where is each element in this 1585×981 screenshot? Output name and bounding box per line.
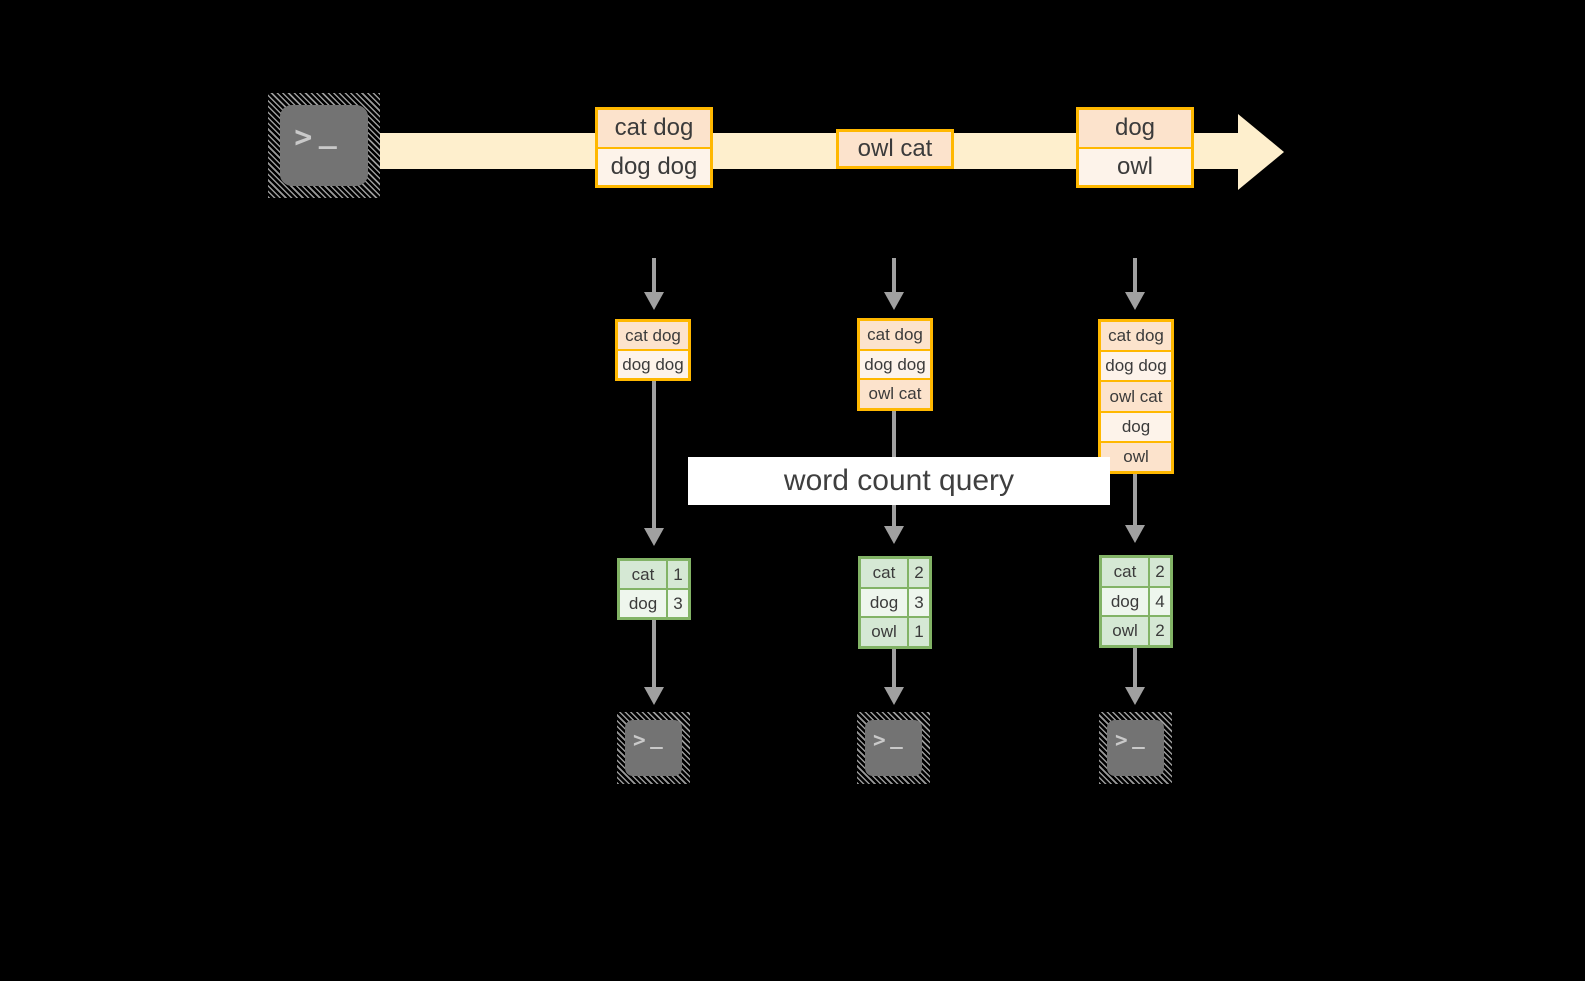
table-row: cat 2 xyxy=(861,559,929,587)
sink-terminal-icon-1[interactable]: > _ xyxy=(617,712,690,784)
connector-arrowhead xyxy=(1125,687,1145,705)
connector-arrowhead xyxy=(884,526,904,544)
result-word: cat xyxy=(861,559,909,587)
terminal-prompt-glyph: > xyxy=(1114,728,1129,753)
window-box-3[interactable]: cat dog dog dog owl cat dog owl xyxy=(1098,319,1174,474)
stream-record-line: owl cat xyxy=(839,132,951,166)
stream-record-2[interactable]: owl cat xyxy=(836,129,954,169)
table-row: owl 2 xyxy=(1102,615,1170,646)
window-line: dog dog xyxy=(618,349,688,378)
result-word: dog xyxy=(1102,587,1150,616)
result-count: 3 xyxy=(668,590,688,617)
window-line: dog xyxy=(1101,410,1171,441)
connector-result-to-sink-2 xyxy=(892,649,896,690)
result-word: owl xyxy=(1102,617,1150,646)
connector-arrowhead xyxy=(644,528,664,546)
window-line: dog dog xyxy=(1101,350,1171,381)
connector-window-to-result-1 xyxy=(652,381,656,531)
window-line: owl cat xyxy=(1101,380,1171,411)
connector-arrowhead xyxy=(644,687,664,705)
table-row: cat 2 xyxy=(1102,558,1170,586)
stream-record-line: dog dog xyxy=(598,146,710,185)
terminal-prompt-glyph: > xyxy=(294,119,313,155)
sink-terminal-icon-2[interactable]: > _ xyxy=(857,712,930,784)
result-word: dog xyxy=(861,588,909,617)
result-count: 2 xyxy=(1150,617,1170,646)
stream-record-line: cat dog xyxy=(598,110,710,147)
stream-record-1[interactable]: cat dog dog dog xyxy=(595,107,713,188)
window-line: cat dog xyxy=(860,321,930,349)
window-line: cat dog xyxy=(618,322,688,349)
connector-stream-to-window-3 xyxy=(1133,258,1137,294)
window-box-2[interactable]: cat dog dog dog owl cat xyxy=(857,318,933,411)
result-count: 2 xyxy=(1150,558,1170,586)
connector-arrowhead xyxy=(1125,292,1145,310)
connector-window-to-result-3 xyxy=(1133,474,1137,528)
sink-terminal-icon-3[interactable]: > _ xyxy=(1099,712,1172,784)
result-word: cat xyxy=(620,561,668,588)
window-box-1[interactable]: cat dog dog dog xyxy=(615,319,691,381)
stream-record-3[interactable]: dog owl xyxy=(1076,107,1194,188)
result-count: 3 xyxy=(909,588,929,617)
window-line: owl xyxy=(1101,440,1171,472)
connector-arrowhead xyxy=(644,292,664,310)
connector-result-to-sink-1 xyxy=(652,620,656,690)
table-row: dog 4 xyxy=(1102,585,1170,616)
result-word: cat xyxy=(1102,558,1150,586)
connector-result-to-sink-3 xyxy=(1133,648,1137,690)
result-table-1[interactable]: cat 1 dog 3 xyxy=(617,558,691,620)
terminal-cursor-glyph: _ xyxy=(318,114,338,150)
connector-arrowhead xyxy=(1125,525,1145,543)
window-line: owl cat xyxy=(860,378,930,409)
terminal-body: > _ xyxy=(865,719,922,777)
result-table-3[interactable]: cat 2 dog 4 owl 2 xyxy=(1099,555,1173,648)
window-line: dog dog xyxy=(860,348,930,379)
result-table-2[interactable]: cat 2 dog 3 owl 1 xyxy=(858,556,932,649)
connector-stream-to-window-2 xyxy=(892,258,896,294)
result-count: 1 xyxy=(909,618,929,647)
result-count: 1 xyxy=(668,561,688,588)
terminal-body: > _ xyxy=(625,719,682,777)
query-label-band: word count query xyxy=(688,457,1110,505)
terminal-body: > _ xyxy=(280,104,368,187)
stream-arrowhead xyxy=(1238,114,1284,190)
result-word: dog xyxy=(620,590,668,617)
table-row: owl 1 xyxy=(861,616,929,647)
connector-arrowhead xyxy=(884,687,904,705)
terminal-prompt-glyph: > xyxy=(632,728,647,753)
result-count: 2 xyxy=(909,559,929,587)
terminal-prompt-glyph: > xyxy=(872,728,887,753)
stream-record-line: dog xyxy=(1079,110,1191,147)
connector-arrowhead xyxy=(884,292,904,310)
table-row: dog 3 xyxy=(620,588,688,617)
table-row: cat 1 xyxy=(620,561,688,588)
terminal-cursor-glyph: _ xyxy=(890,724,904,749)
stream-record-line: owl xyxy=(1079,146,1191,185)
connector-stream-to-window-1 xyxy=(652,258,656,294)
window-line: cat dog xyxy=(1101,322,1171,351)
query-label: word count query xyxy=(783,464,1015,497)
table-row: dog 3 xyxy=(861,586,929,617)
result-count: 4 xyxy=(1150,587,1170,616)
terminal-cursor-glyph: _ xyxy=(650,724,664,749)
result-word: owl xyxy=(861,618,909,647)
terminal-body: > _ xyxy=(1107,719,1164,777)
terminal-cursor-glyph: _ xyxy=(1132,724,1146,749)
source-terminal-icon[interactable]: > _ xyxy=(268,93,380,198)
